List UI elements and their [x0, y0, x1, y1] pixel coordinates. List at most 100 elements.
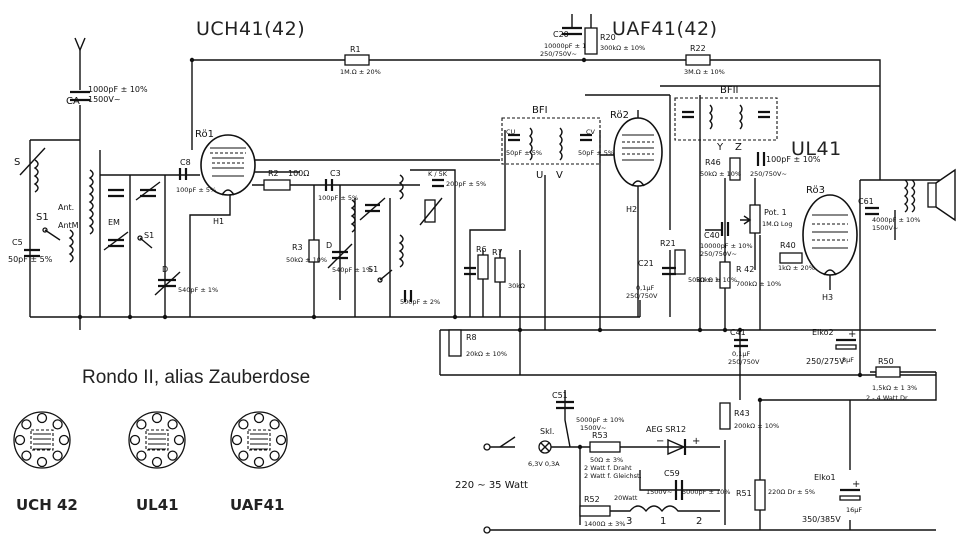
label-coil-3: 3 [626, 516, 632, 527]
capacitor-c8 [178, 168, 188, 180]
label-r1-value: 1M.Ω ± 20% [340, 68, 381, 76]
label-c59-voltage: 1500V~ [646, 488, 672, 496]
label-d-value: 540pF ± 1% [178, 286, 218, 294]
label-c23: 100pF ± 10% [766, 155, 821, 164]
label-skl: Skl. [540, 427, 554, 436]
label-c21-value: 0,1µF [636, 284, 654, 292]
label-ca: CA [66, 96, 80, 107]
label-c20: C20 [553, 30, 569, 39]
socket-label-ul41: UL41 [136, 496, 179, 514]
label-c8: C8 [180, 158, 191, 167]
label-r21: R21 [660, 239, 676, 248]
label-ca-voltage: 1500V~ [88, 95, 121, 104]
bandfilter-bfi [501, 117, 601, 165]
capacitor-500pf [403, 290, 413, 302]
label-r53: R53 [592, 431, 608, 440]
label-c40: C40 [704, 231, 720, 240]
label-antm: AntM [58, 221, 79, 230]
label-supply: 220 ∼ 35 Watt [455, 480, 528, 491]
label-rect-plus: + [692, 436, 700, 447]
label-c-out-value: 4000pF ± 10% [872, 216, 920, 224]
label-elko1-value: 16µF [846, 506, 862, 514]
capacitor-c51 [556, 400, 574, 410]
label-r46: R46 [705, 158, 721, 167]
label-r22-value: 3M.Ω ± 10% [684, 68, 725, 76]
resistor-r53 [589, 441, 621, 453]
label-cu-value: 50pF ± 5% [506, 149, 542, 157]
capacitor-k [432, 178, 444, 188]
mains-switch [483, 436, 516, 534]
label-u: U [536, 170, 543, 181]
label-k-value: 200pF ± 5% [446, 180, 486, 188]
label-ro2: Rö2 [610, 110, 629, 121]
label-c51-voltage: 1500V~ [580, 424, 606, 432]
label-r42-side: 50kΩ ± 10% [696, 276, 737, 284]
socket-uch42 [13, 411, 71, 469]
label-ro1: Rö1 [195, 129, 214, 140]
capacitor-c59 [674, 480, 684, 500]
trimmer-caps [103, 181, 161, 251]
label-d-mid: D [326, 241, 332, 250]
label-s: S [14, 157, 20, 168]
label-c41-voltage: 250/750V [728, 358, 760, 366]
label-s1-mid: S1 [144, 231, 154, 240]
label-r51-value: 220Ω Dr ± 5% [768, 488, 815, 496]
label-c21: C21 [638, 259, 654, 268]
label-r3: R3 [292, 243, 303, 252]
antenna-coil [19, 147, 94, 263]
label-v: V [556, 170, 563, 181]
label-rect-minus: − [656, 436, 664, 447]
label-r20: R20 [600, 33, 616, 42]
label-elko2: Elko2 [812, 328, 834, 337]
label-cu: CU [506, 128, 516, 136]
capacitor-c20 [562, 14, 582, 36]
label-cv-value: 50pF ± 5% [578, 149, 614, 157]
resistor-r52 [579, 505, 720, 517]
title-uaf41: UAF41(42) [612, 18, 718, 40]
label-em: EM [108, 218, 120, 227]
oscillator-coils [350, 174, 404, 268]
label-r50-watt: 2 - 4 Watt Dr. [866, 394, 909, 402]
label-coil-2: 2 [696, 516, 702, 527]
label-ca-value: 1000pF ± 10% [88, 85, 148, 94]
label-bfi: BFI [532, 105, 548, 116]
electrolytic-elko2 [835, 338, 857, 350]
socket-uaf41 [230, 411, 288, 469]
label-r40: R40 [780, 241, 796, 250]
label-c23-voltage: 250/750V~ [750, 170, 787, 178]
socket-label-uch42: UCH 42 [16, 496, 78, 514]
label-pot1-value: 1M.Ω Log [762, 220, 792, 228]
label-r7-value: 30kΩ [508, 282, 525, 290]
resistor-r51 [754, 479, 766, 511]
label-r46-value: 50kΩ ± 10% [700, 170, 741, 178]
label-r8-value: 20kΩ ± 10% [466, 350, 507, 358]
resistor-r50 [875, 366, 901, 378]
capacitor-c40 [705, 222, 730, 236]
junction-dots [77, 57, 863, 450]
label-c8-value: 100pF ± 5% [176, 186, 216, 194]
wiring [29, 50, 940, 531]
label-r50-value: 1,5kΩ ± 1 3% [872, 384, 917, 392]
switch-s1-left [42, 227, 61, 241]
label-elko2-plus: + [848, 329, 856, 340]
label-r2-value: 100Ω [288, 169, 309, 178]
label-r51: R51 [736, 489, 752, 498]
label-ro3: Rö3 [806, 185, 825, 196]
resistor-r40 [779, 252, 803, 264]
resistor-r-osc [419, 197, 443, 226]
label-elko1-plus: + [852, 479, 860, 490]
switch-s1-osc [377, 269, 393, 283]
label-ant: Ant. [58, 203, 74, 212]
label-d-mid-value: 540pF ± 1% [332, 266, 372, 274]
label-r42-value: 700kΩ ± 10% [736, 280, 781, 288]
label-elko2-value: 8µF [842, 356, 854, 364]
label-r53-value: 50Ω ± 3% [590, 456, 623, 464]
capacitor-c21 [662, 266, 676, 276]
label-c-out-voltage: 1500V~ [872, 224, 898, 232]
label-c20-voltage: 250/750V~ [540, 50, 577, 58]
label-c21-voltage: 250/750V [626, 292, 658, 300]
label-c40-value: 10000pF ± 10% [700, 242, 753, 250]
socket-label-uaf41: UAF41 [230, 496, 284, 514]
tube-ro2 [613, 117, 663, 187]
capacitor-c23 [756, 152, 766, 166]
